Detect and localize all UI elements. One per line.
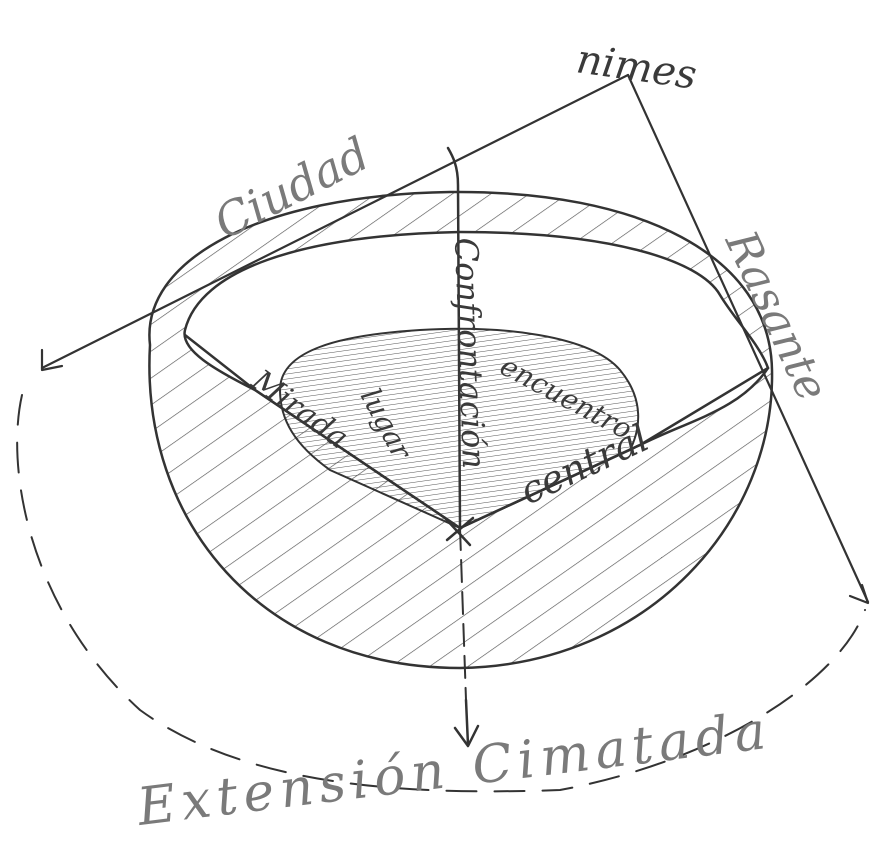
label-nimes: nimes	[574, 36, 700, 98]
perspective-lines	[40, 73, 870, 605]
outer-dashed-arc	[16, 394, 866, 793]
vertical-axis	[443, 146, 480, 748]
label-confrontacion: Confrontación	[447, 237, 493, 470]
label-extension-cimatada: Extensión Cimatada	[133, 701, 775, 838]
